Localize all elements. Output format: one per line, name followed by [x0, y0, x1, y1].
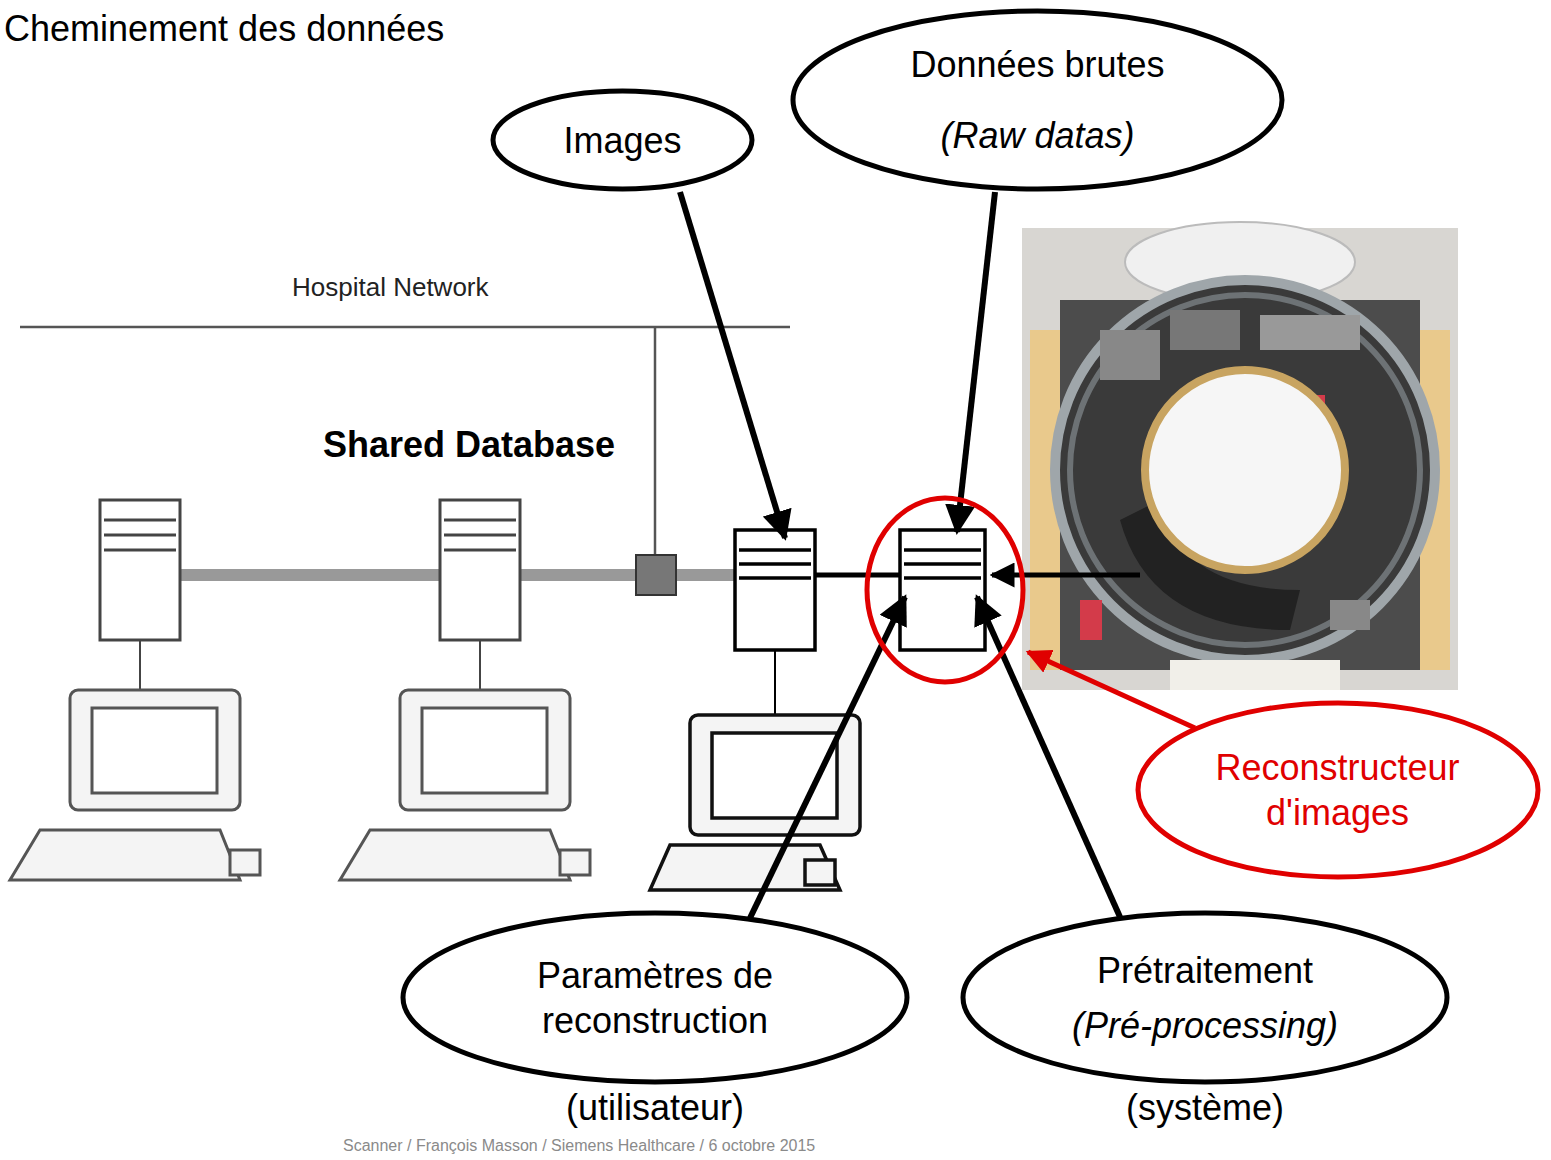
node-text: (Raw datas): [940, 113, 1134, 158]
ellipse-content: Paramètres de reconstruction: [400, 910, 910, 1085]
node-text: Paramètres de reconstruction: [475, 953, 835, 1043]
footer-note: Scanner / François Masson / Siemens Heal…: [343, 1137, 815, 1155]
ellipse-node: Images: [490, 88, 755, 192]
ellipse-content: Reconstructeur d'images: [1135, 700, 1541, 880]
node-text: Données brutes: [910, 42, 1164, 87]
node-text: (Pré-processing): [1072, 1003, 1338, 1048]
ellipse-node: Reconstructeur d'images: [1135, 700, 1541, 880]
node-text: Images: [563, 118, 681, 163]
ellipse-outline: [960, 910, 1450, 1085]
ellipse-content: Données brutes (Raw datas): [790, 8, 1285, 192]
ellipse-node: Paramètres de reconstruction(utilisateur…: [400, 910, 910, 1085]
ellipse-outline: [1135, 700, 1541, 880]
ellipse-node: Données brutes (Raw datas): [790, 8, 1285, 192]
ellipse-node: Prétraitement(Pré-processing)(système): [960, 910, 1450, 1085]
database-label: Shared Database: [320, 424, 618, 466]
network-label: Hospital Network: [292, 272, 489, 303]
diagram-title: Cheminement des données: [4, 8, 444, 50]
ellipse-content: Images: [490, 88, 755, 192]
node-subtitle: (utilisateur): [566, 1087, 744, 1128]
ellipse-content: Prétraitement (Pré-processing): [960, 910, 1450, 1085]
ellipse-outline: [790, 8, 1285, 192]
node-text: Reconstructeur d'images: [1188, 745, 1488, 835]
ellipse-outline: [400, 910, 910, 1085]
node-text: Prétraitement: [1097, 948, 1313, 993]
node-subtitle: (système): [1126, 1087, 1284, 1128]
